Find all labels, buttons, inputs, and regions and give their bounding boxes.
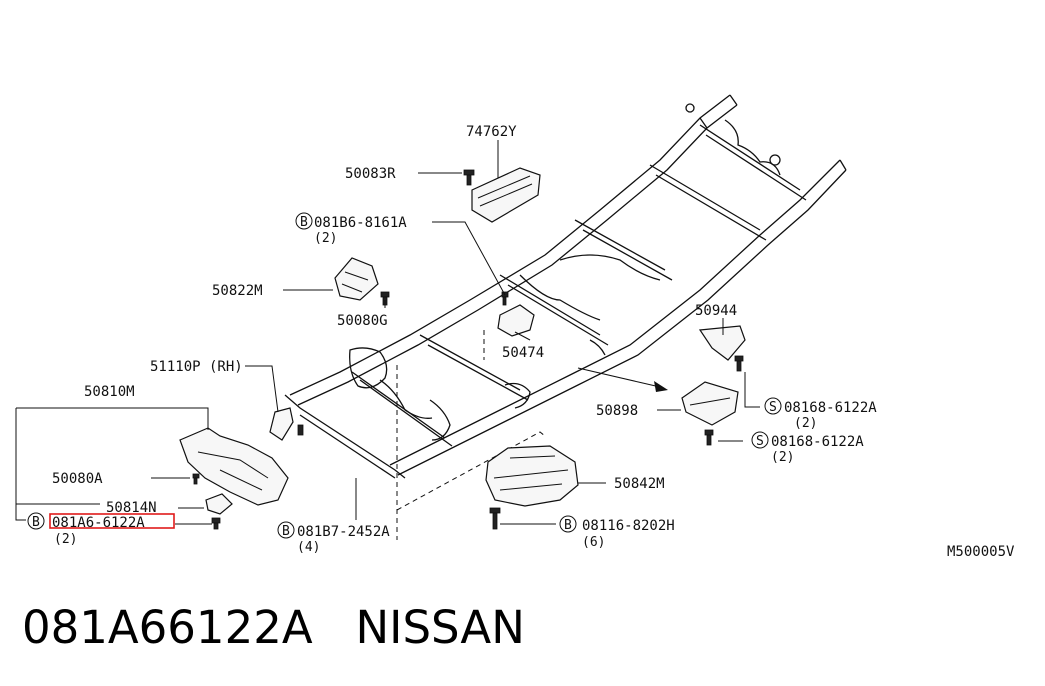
label-081B6-8161A: 081B6-8161A (314, 215, 407, 231)
part-50898-bracket (681, 381, 739, 426)
bolt-symbol-letter: B (32, 515, 40, 530)
qty-08168-6122A-upper: (2) (794, 416, 817, 431)
highlight-box-081A6-6122A (49, 513, 175, 529)
label-51110P-rh: 51110P (RH) (150, 359, 243, 375)
label-50080G: 50080G (337, 313, 388, 329)
screw-symbol-circle (751, 431, 769, 449)
part-50842M-skid-plate (485, 445, 579, 507)
label-081A6-6122A: 081A6-6122A (52, 515, 145, 531)
label-08116-8202H: 08116-8202H (582, 518, 675, 534)
part-50474-plate (497, 304, 535, 337)
bolt-symbol-letter: B (300, 215, 308, 230)
label-08168-6122A-upper: 08168-6122A (784, 400, 877, 416)
part-51110P-rh-bracket (269, 407, 294, 441)
leader-lines (15, 140, 760, 525)
bolt-symbol-circle (277, 521, 295, 539)
part-50814N-bracket (205, 493, 233, 515)
label-081B7-2452A: 081B7-2452A (297, 524, 390, 540)
label-50842M: 50842M (614, 476, 665, 492)
part-50810M-cover (179, 427, 289, 506)
screw-symbol-circle (764, 397, 782, 415)
bolt-symbol-circle (295, 212, 313, 230)
label-50474: 50474 (502, 345, 544, 361)
label-50814N: 50814N (106, 500, 157, 516)
qty-081B7-2452A: (4) (297, 540, 320, 555)
qty-081A6-6122A: (2) (54, 532, 77, 547)
bolt-symbol-circle (27, 512, 45, 530)
bolt-symbol-letter: B (564, 518, 572, 533)
label-08168-6122A-lower: 08168-6122A (771, 434, 864, 450)
qty-081B6-8161A: (2) (314, 231, 337, 246)
bolt-symbol-circle (559, 515, 577, 533)
qty-08168-6122A-lower: (2) (771, 450, 794, 465)
part-number-caption: 081A66122A NISSAN (22, 601, 525, 654)
chassis-frame (284, 94, 847, 540)
qty-08116-8202H: (6) (582, 535, 605, 550)
fastener-bolts (192, 169, 744, 530)
screw-symbol-letter: S (756, 434, 764, 449)
label-50898: 50898 (596, 403, 638, 419)
screw-symbol-letter: S (769, 400, 777, 415)
label-50080A: 50080A (52, 471, 103, 487)
label-50822M: 50822M (212, 283, 263, 299)
label-50810M: 50810M (84, 384, 135, 400)
diagram-code: M500005V (947, 544, 1015, 560)
label-50944: 50944 (695, 303, 737, 319)
part-50944-bracket (698, 325, 746, 361)
bolt-symbol-letter: B (282, 524, 290, 539)
part-50822M-bracket (334, 257, 379, 301)
label-50083R: 50083R (345, 166, 396, 182)
label-74762Y: 74762Y (466, 124, 517, 140)
